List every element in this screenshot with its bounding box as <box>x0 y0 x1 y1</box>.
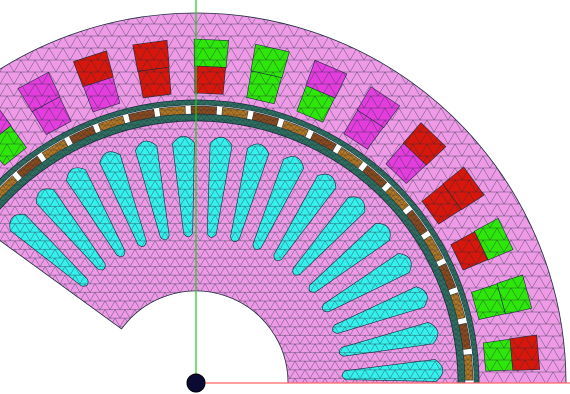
stator-mesh <box>0 13 566 383</box>
stator-slot <box>17 71 72 136</box>
rotor <box>0 120 459 384</box>
stator <box>0 12 567 384</box>
coordinate-axes <box>186 0 570 393</box>
stator-slot <box>193 38 230 95</box>
stator-slot <box>471 274 533 320</box>
stator-slot <box>482 334 541 372</box>
stator-slot <box>450 217 514 271</box>
stator-slot <box>246 43 290 105</box>
stator-slot <box>421 166 485 225</box>
stator-slot <box>0 109 27 166</box>
stator-slot <box>385 122 447 184</box>
origin-dot[interactable] <box>186 373 206 393</box>
stator-slot <box>343 86 401 150</box>
stator-slot <box>296 59 348 123</box>
airgap-band <box>0 99 480 384</box>
stator-slot <box>73 50 121 113</box>
stator-slot <box>132 39 172 99</box>
